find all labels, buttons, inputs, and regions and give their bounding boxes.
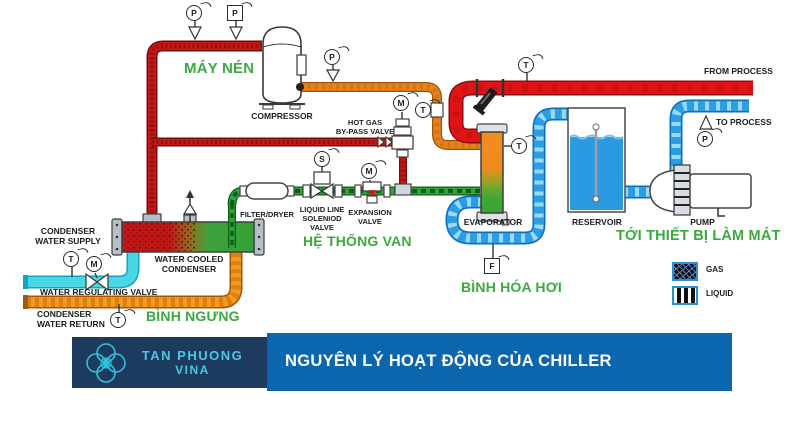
temperature-gauge: T — [511, 133, 537, 154]
label-liquid-line-solenoid: LIQUID LINE SOLENIOD VALVE — [299, 205, 345, 232]
gauge-letter: P — [329, 52, 335, 62]
hot-gas-bypass-valve — [377, 112, 414, 196]
y-strainer — [472, 79, 505, 116]
pressure-gauge: P — [186, 0, 212, 21]
gauge-letter: T — [115, 315, 121, 325]
solenoid-signal-gauge: S — [314, 146, 340, 167]
label-from-process: FROM PROCESS — [704, 66, 773, 76]
pump — [649, 164, 752, 217]
gauge-letter: T — [420, 105, 426, 115]
tan-phuong-vina-logo-icon — [86, 342, 126, 383]
label-to-process: TO PROCESS — [716, 117, 772, 127]
legend-liquid-label: LIQUID — [706, 289, 734, 298]
label-reservoir: RESERVOIR — [572, 217, 622, 227]
brand-text: TAN PHUONG VINA — [128, 348, 267, 377]
pressure-gauge: P — [697, 126, 723, 147]
label-binh-hoa-hoi: BÌNH HÓA HƠI — [461, 279, 562, 295]
water-cooled-condenser — [111, 213, 265, 256]
label-water-cooled-condenser: WATER COOLED CONDENSER — [154, 254, 224, 275]
motor-gauge: M — [361, 158, 387, 179]
temperature-gauge: T — [63, 246, 89, 267]
label-binh-ngung: BÌNH NGƯNG — [146, 308, 240, 324]
label-evaporator: EVAPORATOR — [463, 217, 523, 227]
label-filter-dryer: FILTER/DRYER — [240, 210, 294, 219]
label-expansion-valve: EXPANSION VALVE — [348, 208, 392, 226]
pressure-gauge: P — [227, 0, 253, 21]
label-hot-gas-bypass: HOT GAS BY-PASS VALVE — [335, 118, 395, 136]
gauge-letter: P — [702, 134, 708, 144]
gauge-letter: P — [232, 8, 238, 18]
motor-gauge: M — [86, 251, 112, 272]
label-pump: PUMP — [690, 217, 715, 227]
evaporator — [476, 123, 510, 226]
brand-line2: VINA — [175, 363, 210, 377]
brand-line1: TAN PHUONG — [141, 348, 244, 363]
compressor — [259, 26, 307, 110]
filter-dryer — [239, 182, 295, 200]
gauge-letter: M — [397, 98, 405, 108]
chilled-water-loop-pipe — [445, 107, 569, 245]
condenser-water-supply-pipe — [23, 250, 140, 289]
pump-riser-pipe — [669, 99, 749, 170]
label-may-nen: MÁY NÉN — [184, 60, 255, 77]
label-water-regulating-valve: WATER REGULATING VALVE — [40, 287, 158, 297]
reservoir — [567, 107, 626, 213]
temperature-gauge: T — [110, 307, 136, 328]
brand-box: TAN PHUONG VINA — [72, 337, 267, 388]
hot-gas-pipe — [146, 40, 407, 223]
banner-strip — [267, 333, 732, 391]
condenser-water-return-pipe — [23, 250, 243, 309]
banner-title: NGUYÊN LÝ HOẠT ĐỘNG CỦA CHILLER — [285, 352, 612, 370]
label-toi-thiet-bi-lam-mat: TỚI THIẾT BỊ LÀM MÁT — [616, 228, 781, 244]
gauge-letter: P — [191, 8, 197, 18]
gauge-letter: T — [516, 141, 522, 151]
pressure-gauge: P — [324, 44, 350, 65]
flow-gauge: F — [484, 253, 510, 274]
water-regulating-valve — [85, 272, 109, 292]
gauge-letter: M — [90, 259, 98, 269]
temperature-gauge: T — [518, 52, 544, 73]
gauge-letter: S — [319, 154, 325, 164]
label-compressor: COMPRESSOR — [251, 111, 313, 121]
relief-valve — [182, 190, 198, 222]
label-he-thong-van: HỆ THỐNG VAN — [303, 233, 412, 249]
solenoid-valve — [302, 167, 343, 200]
legend-gas-label: GAS — [706, 265, 724, 274]
expansion-valve — [354, 180, 391, 204]
temperature-gauge: T — [415, 97, 441, 118]
gauge-letter: T — [68, 254, 74, 264]
gauge-letter: M — [365, 166, 373, 176]
motor-gauge: M — [393, 90, 419, 111]
legend-liquid-swatch — [672, 286, 698, 305]
gauge-letter: T — [523, 60, 529, 70]
label-condenser-water-return: CONDENSER WATER RETURN — [37, 309, 105, 330]
from-process-pipe — [448, 80, 753, 144]
gauge-letter: F — [489, 261, 495, 271]
legend-gas-swatch — [672, 262, 698, 281]
gauge-connectors — [71, 21, 713, 313]
label-condenser-water-supply: CONDENSER WATER SUPPLY — [35, 226, 101, 247]
